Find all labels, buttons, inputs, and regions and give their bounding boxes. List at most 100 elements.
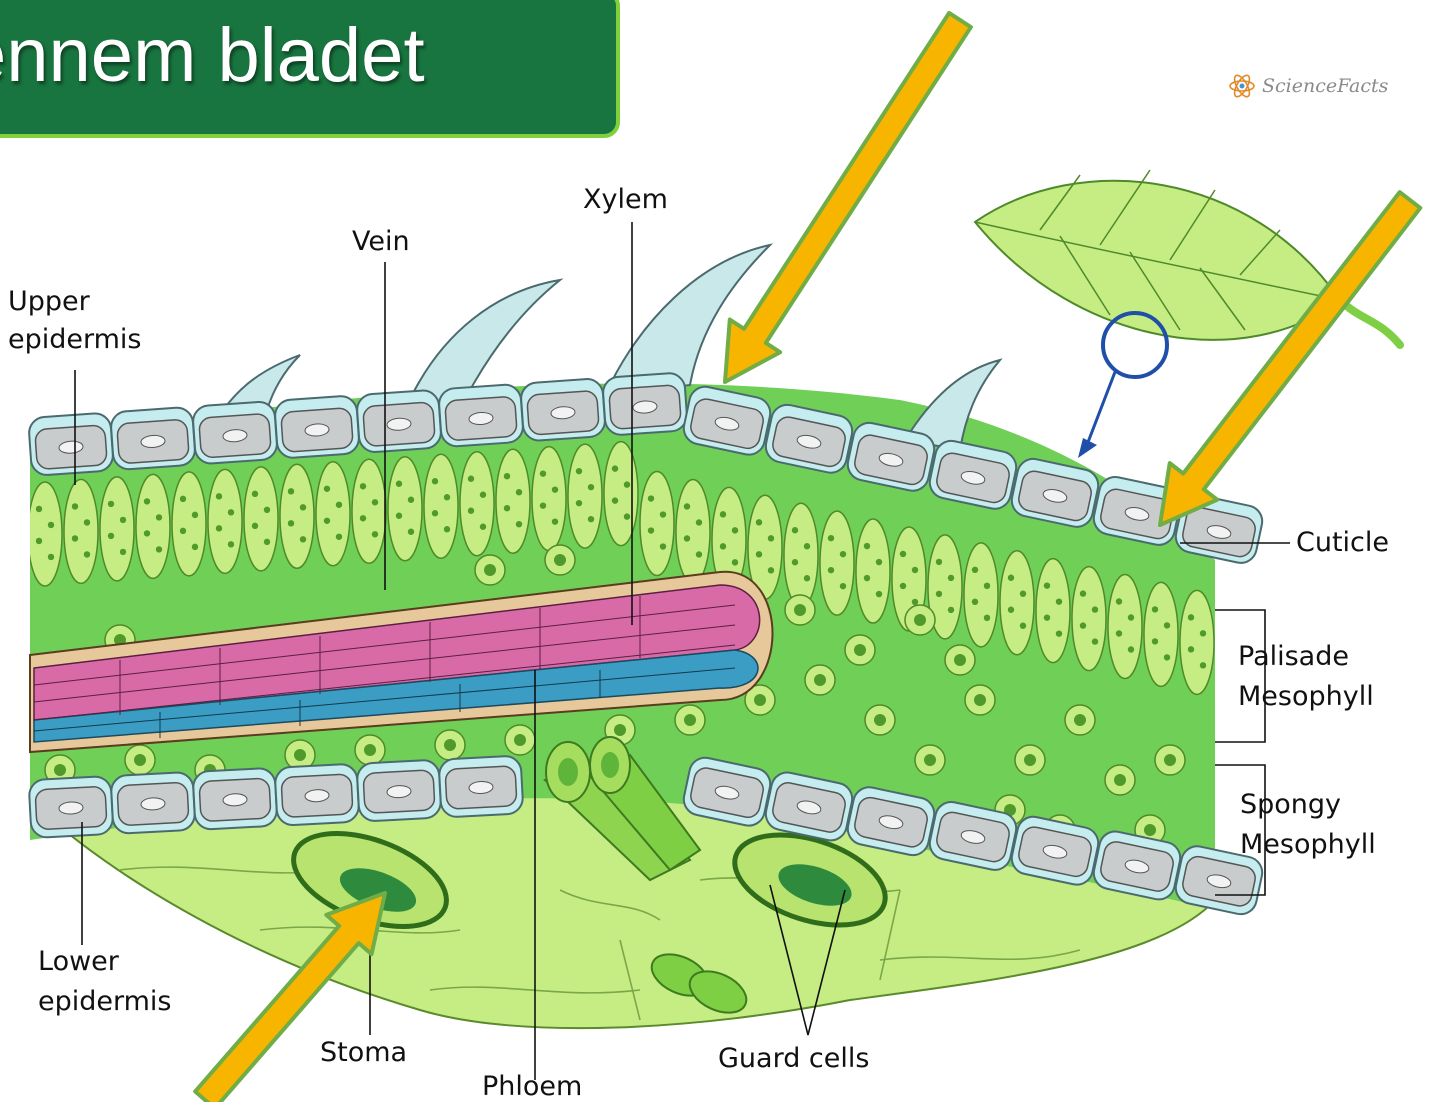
- palisade-cell: [640, 472, 674, 576]
- chloroplast: [516, 521, 522, 527]
- label-phloem: Phloem: [482, 1070, 582, 1104]
- chloroplast: [828, 535, 834, 541]
- chloroplast: [396, 481, 402, 487]
- label-lower-epidermis-line1: Lower: [38, 945, 119, 979]
- chloroplast: [854, 644, 866, 656]
- chloroplast: [794, 604, 806, 616]
- chloroplast: [1074, 714, 1086, 726]
- chloroplast: [1092, 606, 1098, 612]
- chloroplast: [48, 554, 54, 560]
- chloroplast: [876, 559, 882, 565]
- chloroplast: [360, 483, 366, 489]
- chloroplast: [484, 564, 496, 576]
- label-cuticle: Cuticle: [1296, 526, 1389, 560]
- chloroplast: [648, 495, 654, 501]
- chloroplast: [514, 734, 526, 746]
- palisade-cell: [604, 442, 638, 546]
- chloroplast: [900, 583, 906, 589]
- palisade-cell: [820, 511, 854, 615]
- palisade-cell: [136, 474, 170, 578]
- palisade-cell: [100, 477, 134, 581]
- chloroplast: [1164, 622, 1170, 628]
- chloroplast: [614, 724, 626, 736]
- palisade-cell: [64, 479, 98, 583]
- chloroplast: [48, 522, 54, 528]
- chloroplast: [648, 527, 654, 533]
- chloroplast: [1128, 614, 1134, 620]
- chloroplast: [372, 499, 378, 505]
- chloroplast: [864, 575, 870, 581]
- chloroplast: [732, 527, 738, 533]
- chloroplast: [1008, 575, 1014, 581]
- palisade-cell: [424, 454, 458, 558]
- chloroplast: [576, 468, 582, 474]
- chloroplast: [552, 486, 558, 492]
- page-title: ennem bladet: [0, 12, 425, 99]
- label-spongy-line1: Spongy: [1240, 788, 1341, 822]
- chloroplast: [156, 514, 162, 520]
- chloroplast: [804, 543, 810, 549]
- label-palisade-line2: Mesophyll: [1238, 680, 1374, 714]
- chloroplast: [1044, 614, 1050, 620]
- chloroplast: [1200, 662, 1206, 668]
- palisade-cell: [496, 449, 530, 553]
- chloroplast: [364, 744, 376, 756]
- chloroplast: [720, 511, 726, 517]
- chloroplast: [120, 517, 126, 523]
- chloroplast: [264, 539, 270, 545]
- chloroplast: [684, 535, 690, 541]
- chloroplast: [552, 518, 558, 524]
- logo-text: ScienceFacts: [1262, 75, 1388, 97]
- chloroplast: [180, 528, 186, 534]
- chloroplast: [660, 511, 666, 517]
- chloroplast: [228, 509, 234, 515]
- chloroplast: [684, 714, 696, 726]
- chloroplast: [396, 513, 402, 519]
- palisade-cell: [244, 467, 278, 571]
- chloroplast: [912, 599, 918, 605]
- chloroplast: [924, 754, 936, 766]
- chloroplast: [588, 516, 594, 522]
- chloroplast: [72, 535, 78, 541]
- chloroplast: [912, 567, 918, 573]
- chloroplast: [300, 536, 306, 542]
- palisade-cell: [460, 452, 494, 556]
- palisade-cell: [784, 503, 818, 607]
- chloroplast: [876, 591, 882, 597]
- chloroplast: [432, 510, 438, 516]
- chloroplast: [984, 583, 990, 589]
- chloroplast: [974, 694, 986, 706]
- chloroplast: [444, 494, 450, 500]
- palisade-cell: [964, 543, 998, 647]
- chloroplast: [288, 488, 294, 494]
- chloroplast: [336, 534, 342, 540]
- chloroplast: [1020, 623, 1026, 629]
- chloroplast: [120, 549, 126, 555]
- chloroplast: [1008, 607, 1014, 613]
- chloroplast: [144, 498, 150, 504]
- chloroplast: [1092, 638, 1098, 644]
- chloroplast: [696, 551, 702, 557]
- palisade-cell: [856, 519, 890, 623]
- chloroplast: [144, 530, 150, 536]
- label-palisade-line1: Palisade: [1238, 640, 1349, 674]
- chloroplast: [294, 749, 306, 761]
- chloroplast: [554, 554, 566, 566]
- palisade-cell: [208, 469, 242, 573]
- chloroplast: [732, 559, 738, 565]
- chloroplast: [612, 465, 618, 471]
- chloroplast: [840, 551, 846, 557]
- chloroplast: [954, 654, 966, 666]
- chloroplast: [814, 674, 826, 686]
- chloroplast: [216, 493, 222, 499]
- chloroplast: [612, 497, 618, 503]
- chloroplast: [264, 507, 270, 513]
- label-lower-epidermis-line2: epidermis: [38, 985, 172, 1019]
- chloroplast: [468, 476, 474, 482]
- chloroplast: [516, 489, 522, 495]
- label-upper-epidermis-line2: epidermis: [8, 323, 142, 357]
- palisade-cell: [1072, 567, 1106, 671]
- chloroplast: [864, 543, 870, 549]
- palisade-cell: [568, 444, 602, 548]
- palisade-cell: [676, 479, 710, 583]
